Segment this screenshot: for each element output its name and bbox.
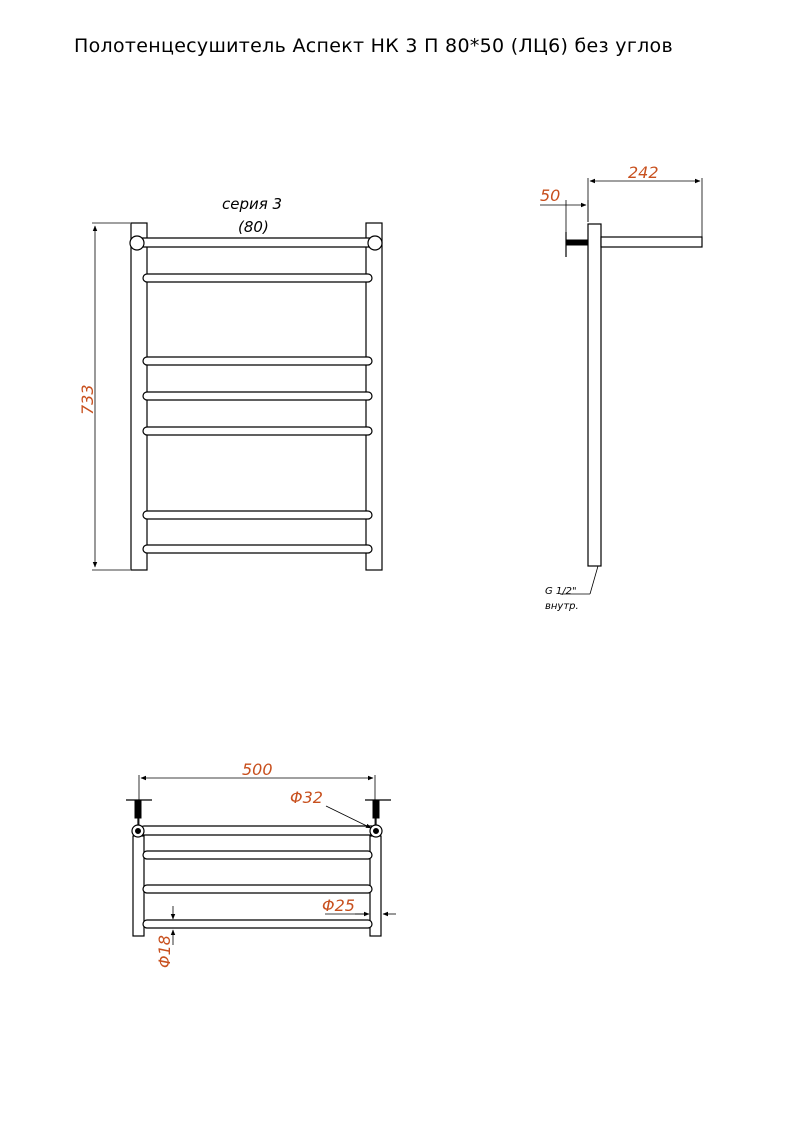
top-view-rung (142, 884, 373, 894)
thread-note: внутр. (545, 601, 579, 612)
wall-offset-dim: 50 (540, 186, 560, 205)
rung (142, 356, 373, 366)
depth-dim: 242 (628, 163, 659, 182)
collector-dia: Φ32 (290, 788, 323, 807)
top-collector (135, 237, 379, 248)
side-view: 242 50 G 1/2" внутр. (540, 163, 703, 612)
series-label: серия 3 (222, 195, 282, 213)
height-dim: 733 (78, 384, 97, 415)
top-left-upright (132, 835, 145, 937)
left-mount-icon (129, 235, 145, 251)
rung (142, 273, 373, 283)
left-wall-mount (134, 799, 142, 819)
top-view-rung (142, 919, 373, 929)
rung (142, 544, 373, 554)
rungs (142, 273, 373, 554)
rung (142, 510, 373, 520)
top-right-upright (369, 835, 382, 937)
pipe-dia: Φ18 (155, 935, 174, 968)
right-wall-mount (372, 799, 380, 819)
thread-label: G 1/2" (545, 586, 577, 597)
spacing-label: (80) (238, 218, 269, 236)
rung (142, 426, 373, 436)
rung (142, 391, 373, 401)
top-view-rung (142, 850, 373, 860)
rung-dia: Φ25 (322, 896, 355, 915)
right-mount-icon (367, 235, 383, 251)
side-top-bar (600, 236, 703, 248)
top-view: 500 Φ32 Φ25 Φ18 (126, 760, 396, 968)
side-upright (587, 223, 602, 567)
front-view: серия 3 (80) 733 (78, 195, 383, 571)
top-view-collector (139, 825, 377, 836)
wall-bracket (565, 239, 589, 246)
width-dim: 500 (242, 760, 273, 779)
drawing-title: Полотенцесушитель Аспект НК 3 П 80*50 (Л… (74, 35, 673, 57)
